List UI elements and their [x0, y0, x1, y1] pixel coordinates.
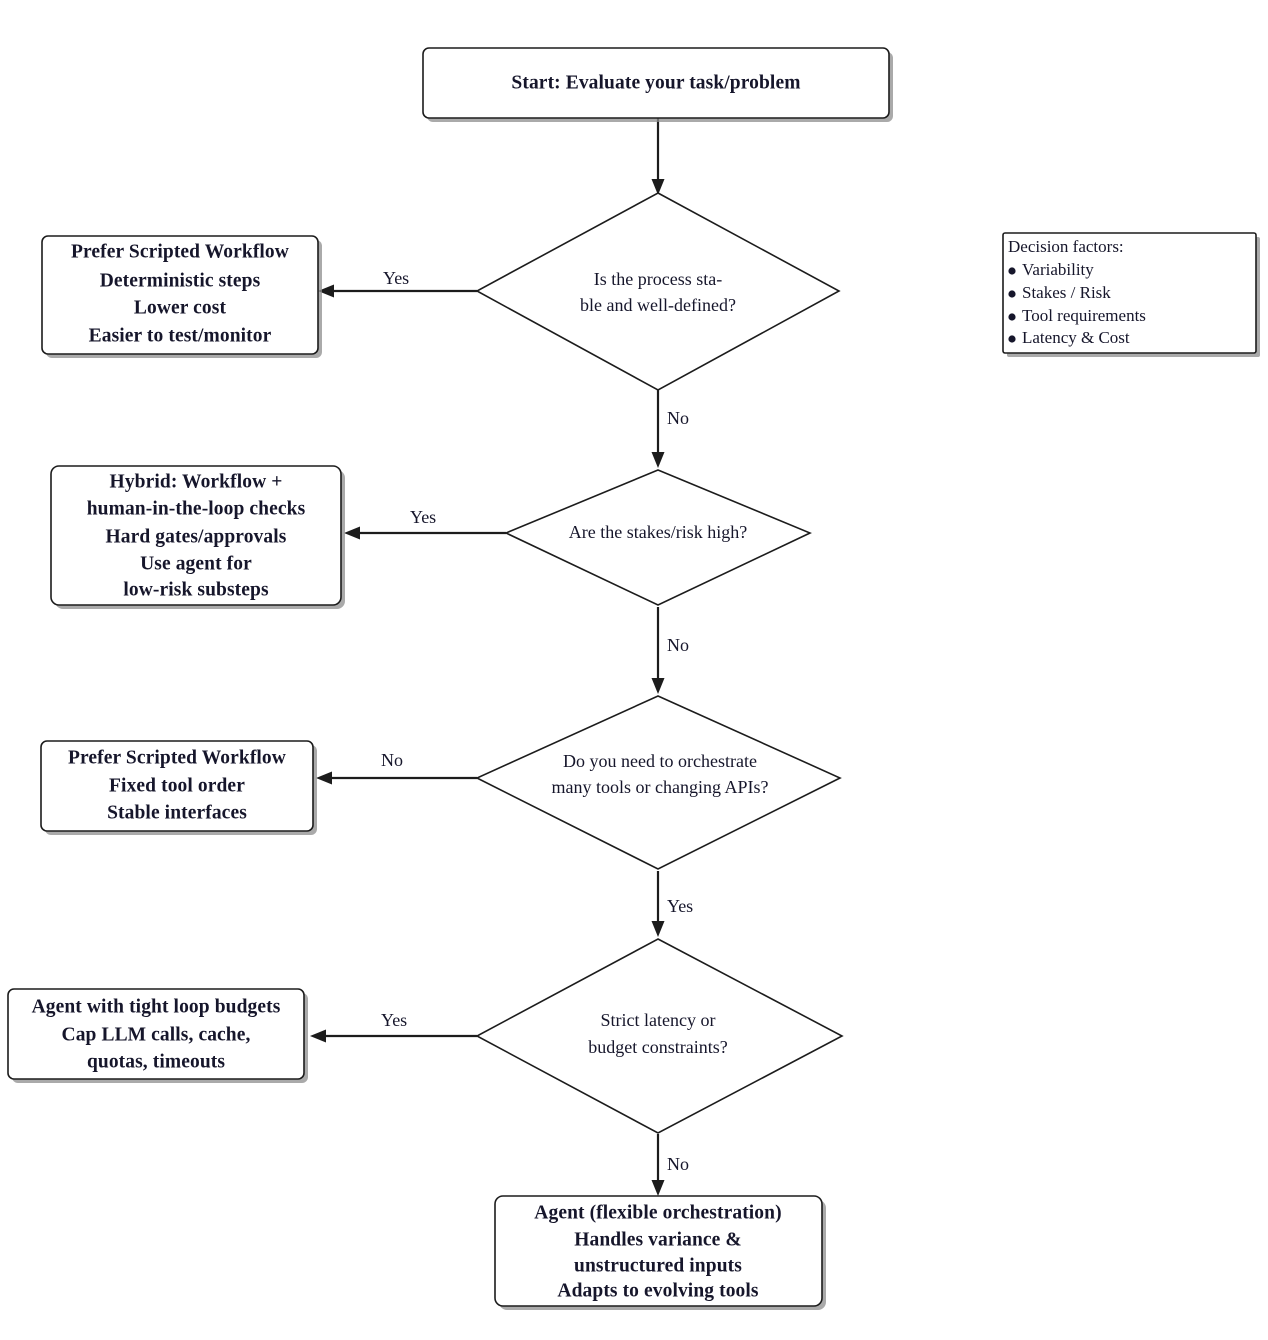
edge-stable-no — [651, 390, 665, 468]
edge-stakes-no — [651, 607, 665, 694]
edge-label-latency-no: No — [667, 1154, 689, 1174]
edge-latency-yes — [310, 1029, 477, 1043]
legend-decision-factors: Decision factors: Variability Stakes / R… — [1002, 232, 1260, 357]
node-outcome-budget-agent[interactable]: Agent with tight loop budgets Cap LLM ca… — [7, 988, 308, 1083]
node-outcome-hybrid[interactable]: Hybrid: Workflow + human-in-the-loop che… — [50, 465, 345, 609]
edge-label-latency-yes: Yes — [381, 1010, 407, 1030]
node-outcome-budget-agent-line-1: Cap LLM calls, cache, — [62, 1024, 251, 1045]
legend-item-latency-cost: Latency & Cost — [1022, 328, 1130, 347]
node-start[interactable]: Start: Evaluate your task/problem — [422, 47, 893, 122]
node-decision-stakes[interactable]: Are the stakes/risk high? — [504, 469, 812, 606]
edge-tools-yes — [651, 871, 665, 937]
node-outcome-budget-agent-line-0: Agent with tight loop budgets — [32, 996, 281, 1017]
node-outcome-scripted-1-line-0: Prefer Scripted Workflow — [71, 241, 289, 262]
edge-label-tools-no: No — [381, 750, 403, 770]
node-decision-tools[interactable]: Do you need to orchestrate many tools or… — [475, 695, 842, 870]
edge-stable-yes — [318, 284, 477, 298]
node-outcome-hybrid-line-4: low-risk substeps — [123, 579, 269, 600]
node-outcome-scripted-2-line-0: Prefer Scripted Workflow — [68, 747, 286, 768]
node-outcome-hybrid-line-2: Hard gates/approvals — [106, 526, 287, 547]
node-decision-tools-line-0: Do you need to orchestrate — [563, 751, 757, 771]
edge-label-stable-no: No — [667, 408, 689, 428]
edge-label-stakes-yes: Yes — [410, 507, 436, 527]
node-decision-stable-line-1: ble and well-defined? — [580, 295, 736, 315]
node-outcome-hybrid-line-3: Use agent for — [140, 553, 252, 574]
node-start-line-0: Start: Evaluate your task/problem — [511, 72, 800, 93]
edge-stakes-yes — [344, 526, 506, 540]
legend-bullet-icon-0 — [1008, 267, 1016, 275]
node-decision-latency-line-0: Strict latency or — [601, 1010, 716, 1030]
node-outcome-agent-line-3: Adapts to evolving tools — [557, 1280, 759, 1301]
node-outcome-scripted-1-line-3: Easier to test/monitor — [89, 325, 272, 346]
node-decision-latency-line-1: budget constraints? — [588, 1037, 727, 1057]
node-decision-stakes-line-0: Are the stakes/risk high? — [569, 522, 747, 542]
node-outcome-agent[interactable]: Agent (flexible orchestration) Handles v… — [494, 1195, 826, 1310]
legend-bullet-icon-2 — [1008, 313, 1016, 321]
node-outcome-scripted-2-line-2: Stable interfaces — [107, 802, 247, 823]
legend-bullet-icon-3 — [1008, 335, 1016, 343]
node-outcome-agent-line-2: unstructured inputs — [574, 1255, 742, 1276]
edge-label-stable-yes: Yes — [383, 268, 409, 288]
node-decision-tools-line-1: many tools or changing APIs? — [552, 777, 769, 797]
edge-latency-no — [651, 1134, 665, 1196]
edge-start-to-stable — [651, 118, 665, 195]
node-outcome-scripted-1-line-1: Deterministic steps — [100, 270, 261, 291]
edge-label-stakes-no: No — [667, 635, 689, 655]
node-outcome-scripted-1[interactable]: Prefer Scripted Workflow Deterministic s… — [41, 235, 322, 358]
node-outcome-agent-line-0: Agent (flexible orchestration) — [534, 1202, 781, 1223]
node-decision-latency[interactable]: Strict latency or budget constraints? — [475, 938, 844, 1134]
legend-item-tool-requirements: Tool requirements — [1022, 306, 1146, 325]
legend-item-variability: Variability — [1022, 260, 1094, 279]
node-outcome-hybrid-line-1: human-in-the-loop checks — [87, 498, 306, 519]
node-outcome-scripted-2-line-1: Fixed tool order — [109, 775, 245, 796]
node-decision-stable[interactable]: Is the process sta- ble and well-defined… — [475, 192, 841, 391]
node-decision-stable-line-0: Is the process sta- — [594, 269, 722, 289]
edge-tools-no — [316, 771, 477, 785]
legend-title: Decision factors: — [1008, 237, 1124, 256]
node-outcome-scripted-2[interactable]: Prefer Scripted Workflow Fixed tool orde… — [40, 740, 317, 835]
node-outcome-agent-line-1: Handles variance & — [574, 1229, 742, 1250]
edges-layer — [310, 118, 665, 1196]
legend-bullet-icon-1 — [1008, 290, 1016, 298]
node-outcome-scripted-1-line-2: Lower cost — [134, 297, 227, 318]
edge-label-tools-yes: Yes — [667, 896, 693, 916]
legend-item-stakes-risk: Stakes / Risk — [1022, 283, 1111, 302]
node-outcome-hybrid-line-0: Hybrid: Workflow + — [110, 471, 283, 492]
edge-labels-layer: Yes No Yes No No Yes Yes No — [381, 268, 693, 1174]
node-outcome-budget-agent-line-2: quotas, timeouts — [87, 1051, 225, 1072]
